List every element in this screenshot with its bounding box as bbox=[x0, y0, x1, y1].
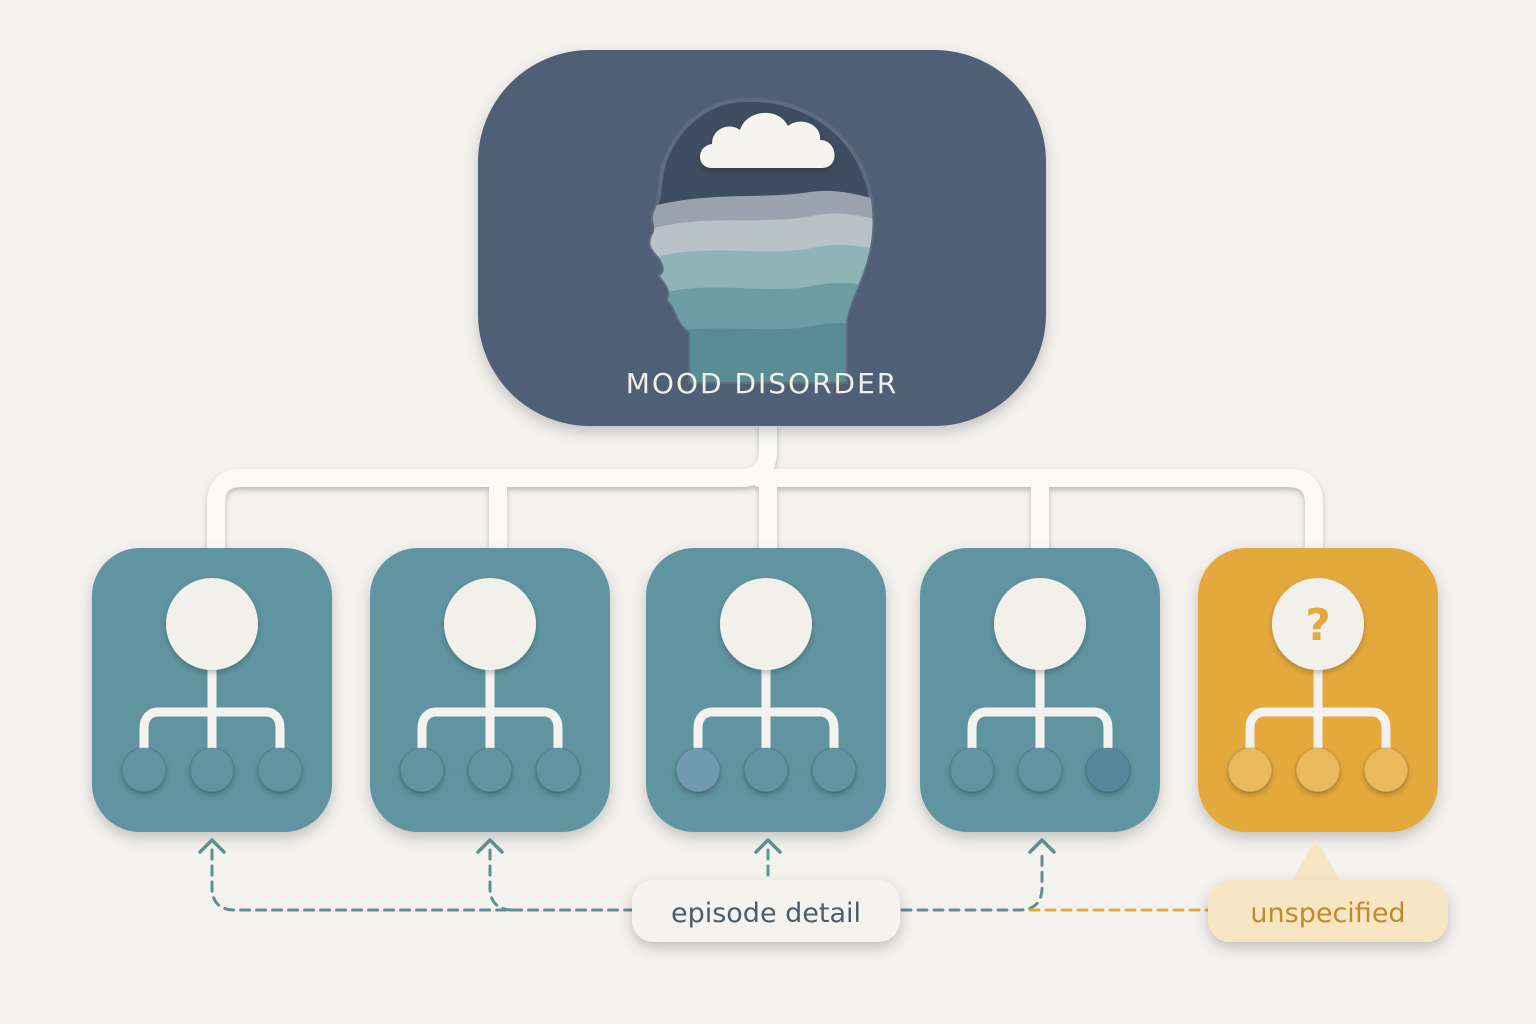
unspecified-text: unspecified bbox=[1250, 898, 1405, 929]
tree-leaf-node bbox=[1363, 747, 1409, 793]
hierarchy-tree-icon bbox=[399, 578, 581, 793]
tree-leaf-node bbox=[1085, 747, 1131, 793]
episode-detail-text: episode detail bbox=[671, 898, 861, 929]
dashed-connector-episode bbox=[210, 848, 1044, 912]
tree-branch bbox=[967, 661, 1113, 753]
tree-leaf-node bbox=[811, 747, 857, 793]
tree-parent-node bbox=[994, 578, 1086, 670]
hierarchy-tree-icon bbox=[675, 578, 857, 793]
arrowhead-up-icon bbox=[476, 838, 504, 854]
tree-leaf-node bbox=[121, 747, 167, 793]
unspecified-label: unspecified bbox=[1208, 838, 1448, 942]
tree-branch bbox=[693, 661, 839, 753]
tree-branch bbox=[139, 661, 285, 753]
tree-leaf-node bbox=[189, 747, 235, 793]
question-mark-icon: ? bbox=[1305, 600, 1331, 651]
tree-leaf-node bbox=[743, 747, 789, 793]
arrowheads bbox=[198, 838, 1056, 854]
arrowhead-up-icon bbox=[198, 838, 226, 854]
tree-leaf-node bbox=[1227, 747, 1273, 793]
root-title: MOOD DISORDER bbox=[626, 367, 899, 400]
head-with-cloud-and-waves-icon bbox=[648, 97, 875, 384]
category-card-2 bbox=[370, 548, 610, 832]
tree-leaf-node bbox=[1295, 747, 1341, 793]
tree-leaf-node bbox=[257, 747, 303, 793]
tree-branch bbox=[417, 661, 563, 753]
tree-parent-node bbox=[444, 578, 536, 670]
root-node: MOOD DISORDER bbox=[478, 50, 1046, 426]
tree-leaf-node bbox=[1017, 747, 1063, 793]
tree-leaf-node bbox=[467, 747, 513, 793]
hierarchy-tree-icon: ? bbox=[1227, 578, 1409, 793]
category-card-3 bbox=[646, 548, 886, 832]
episode-detail-label: episode detail bbox=[632, 880, 900, 942]
tree-parent-node bbox=[1272, 578, 1364, 670]
tree-parent-node bbox=[166, 578, 258, 670]
tree-leaf-node bbox=[535, 747, 581, 793]
category-cards: ? bbox=[92, 548, 1438, 832]
unspecified-callout-tail bbox=[1290, 838, 1342, 884]
connector-tree bbox=[207, 416, 1323, 557]
category-card-5: ? bbox=[1198, 548, 1438, 832]
category-card-4 bbox=[920, 548, 1160, 832]
tree-leaf-node bbox=[675, 747, 721, 793]
unspecified-pill bbox=[1208, 880, 1448, 942]
tree-parent-node bbox=[720, 578, 812, 670]
episode-detail-pill bbox=[632, 880, 900, 942]
hierarchy-tree-icon bbox=[121, 578, 303, 793]
category-card-1 bbox=[92, 548, 332, 832]
hierarchy-tree-icon bbox=[949, 578, 1131, 793]
arrowhead-up-icon bbox=[754, 838, 782, 854]
tree-leaf-node bbox=[399, 747, 445, 793]
cloud-icon bbox=[700, 112, 835, 168]
tree-branch bbox=[1245, 661, 1391, 753]
arrowhead-up-icon bbox=[1028, 838, 1056, 854]
tree-leaf-node bbox=[949, 747, 995, 793]
